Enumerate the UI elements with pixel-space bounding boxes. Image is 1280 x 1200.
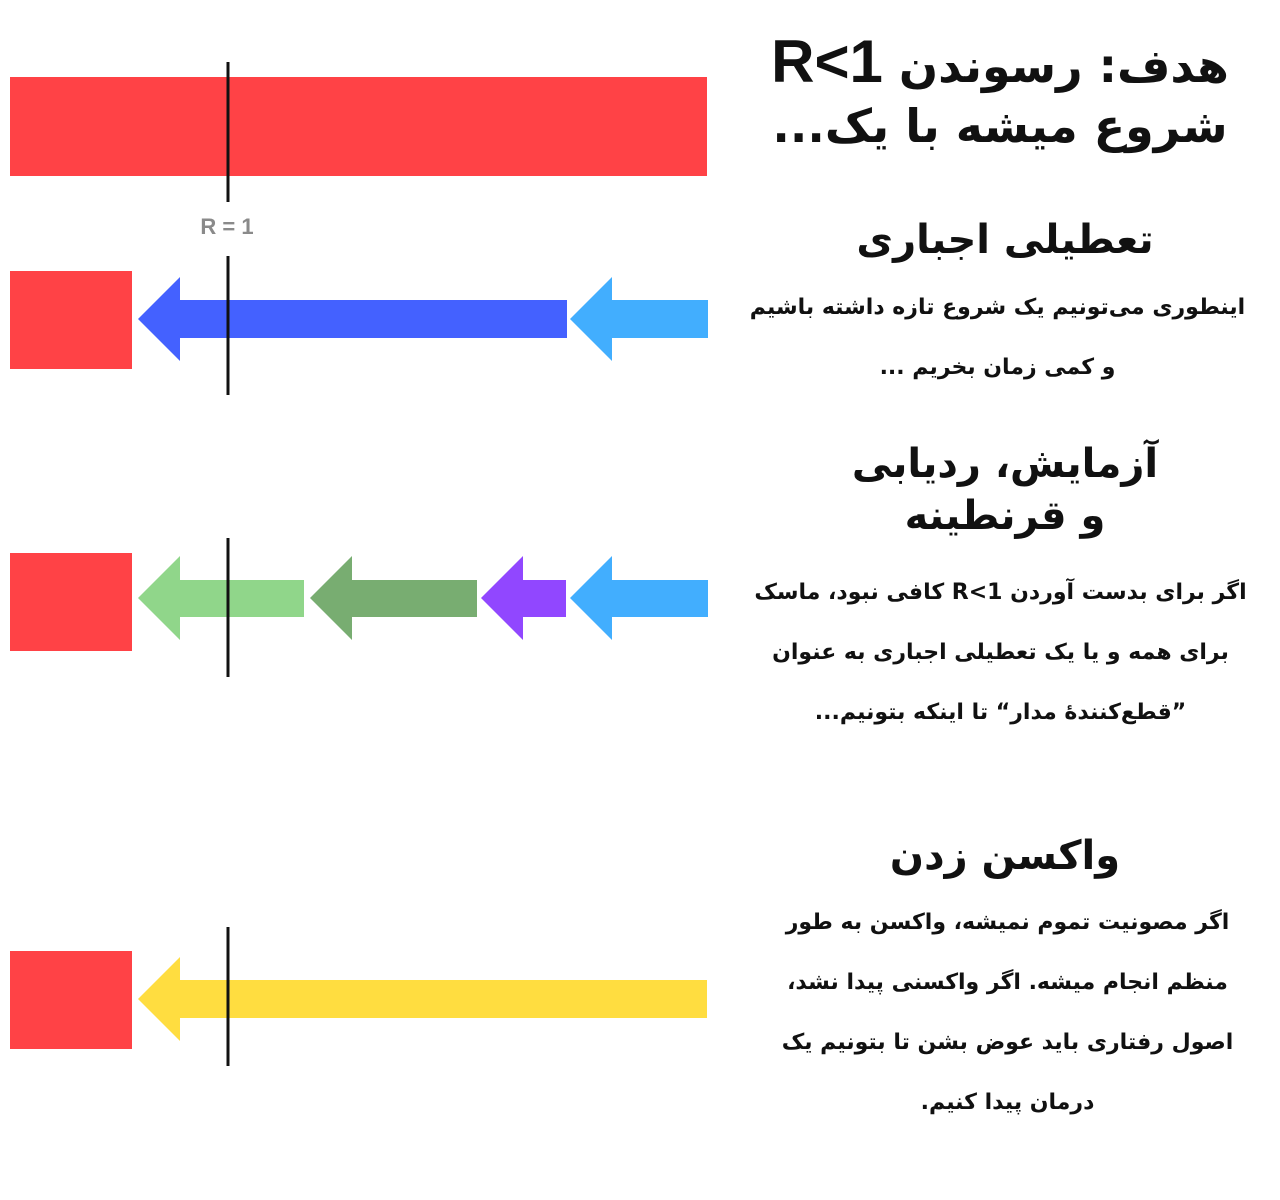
- vaccine-description: اگر مصونیت تموم نمیشه، واکسن به طور منظم…: [740, 893, 1275, 1133]
- vaccine-line-2: منظم انجام میشه. اگر واکسنی پیدا نشد،: [787, 970, 1228, 995]
- testing-remaining-bar: [10, 553, 132, 651]
- title-line-2: شروع میشه با یک...: [772, 99, 1228, 153]
- testing-arrow-dark-green: [310, 556, 477, 640]
- lockdown-heading: تعطیلی اجباری: [856, 217, 1154, 263]
- vaccine-line-3: اصول رفتاری باید عوض بشن تا بتونیم یک: [781, 1030, 1234, 1055]
- r-threshold-label: R = 1: [200, 214, 253, 239]
- vaccine-line-4: درمان پیدا کنیم.: [920, 1090, 1095, 1115]
- initial-infection-bar: [10, 77, 707, 176]
- testing-arrow-light-green: [138, 556, 304, 640]
- lockdown-arrow-light-blue: [570, 277, 708, 361]
- testing-line-3: ”قطع‌کنندهٔ مدار“ تا اینکه بتونیم...: [814, 700, 1187, 725]
- testing-arrow-light-blue: [570, 556, 708, 640]
- testing-heading-line-2: و قرنطینه: [904, 493, 1106, 539]
- title-r-value: R<1: [771, 28, 883, 95]
- title-line-1: هدف: رسوندن R<1: [740, 32, 1260, 96]
- testing-line-2: برای همه و یا یک تعطیلی اجباری به عنوان: [772, 640, 1229, 665]
- lockdown-arrow-blue: [138, 277, 567, 361]
- lockdown-remaining-bar: [10, 271, 132, 369]
- vaccine-remaining-bar: [10, 951, 132, 1049]
- vaccine-line-1: اگر مصونیت تموم نمیشه، واکسن به طور: [785, 910, 1230, 935]
- testing-description: اگر برای بدست آوردن R<1 کافی نبود، ماسک …: [728, 563, 1273, 743]
- lockdown-description: اینطوری می‌تونیم یک شروع تازه داشته باشی…: [725, 278, 1270, 398]
- title-prefix: هدف: رسوندن: [898, 39, 1229, 93]
- page-title: هدف: رسوندن R<1 شروع میشه با یک...: [740, 32, 1260, 156]
- testing-heading-line-1: آزمایش، ردیابی: [851, 441, 1159, 487]
- epidemic-control-diagram: R = 1: [10, 62, 708, 1066]
- testing-arrow-purple: [481, 556, 566, 640]
- vaccine-heading: واکسن زدن: [889, 833, 1121, 879]
- testing-line-1: اگر برای بدست آوردن R<1 کافی نبود، ماسک: [754, 580, 1247, 605]
- vaccine-arrow-yellow: [138, 957, 707, 1041]
- lockdown-line-1: اینطوری می‌تونیم یک شروع تازه داشته باشی…: [749, 295, 1246, 320]
- lockdown-line-2: و کمی زمان بخریم ...: [879, 355, 1116, 380]
- testing-heading: آزمایش، ردیابی و قرنطینه: [750, 438, 1260, 542]
